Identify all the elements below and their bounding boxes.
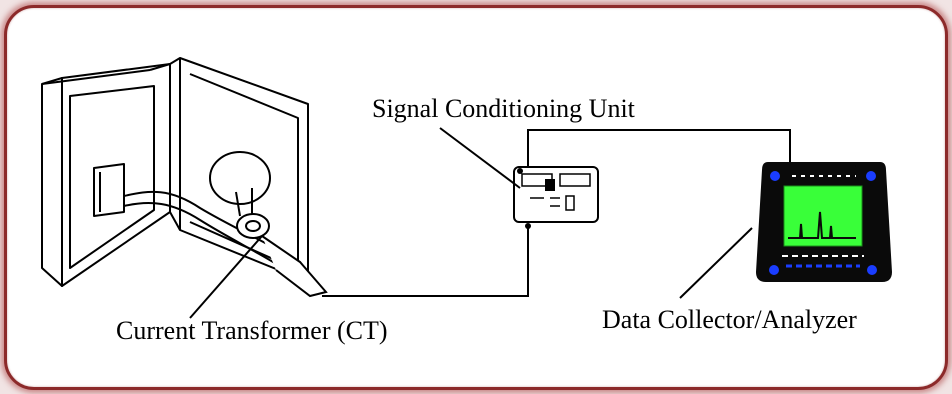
signal-unit-label: Signal Conditioning Unit — [372, 94, 636, 123]
analyzer-label: Data Collector/Analyzer — [602, 305, 857, 334]
signal-unit-icon — [513, 166, 599, 229]
signal-analyzer-wire — [527, 129, 791, 166]
electrical-panel-icon — [41, 57, 323, 297]
ct-label: Current Transformer (CT) — [116, 316, 388, 345]
ct-signal-wire — [322, 226, 529, 297]
analyzer-leader — [679, 227, 753, 299]
analyzer-device-icon — [756, 162, 892, 282]
current-transformer-icon — [235, 188, 328, 298]
signal-unit-leader — [439, 127, 521, 189]
ct-leader — [189, 235, 263, 319]
